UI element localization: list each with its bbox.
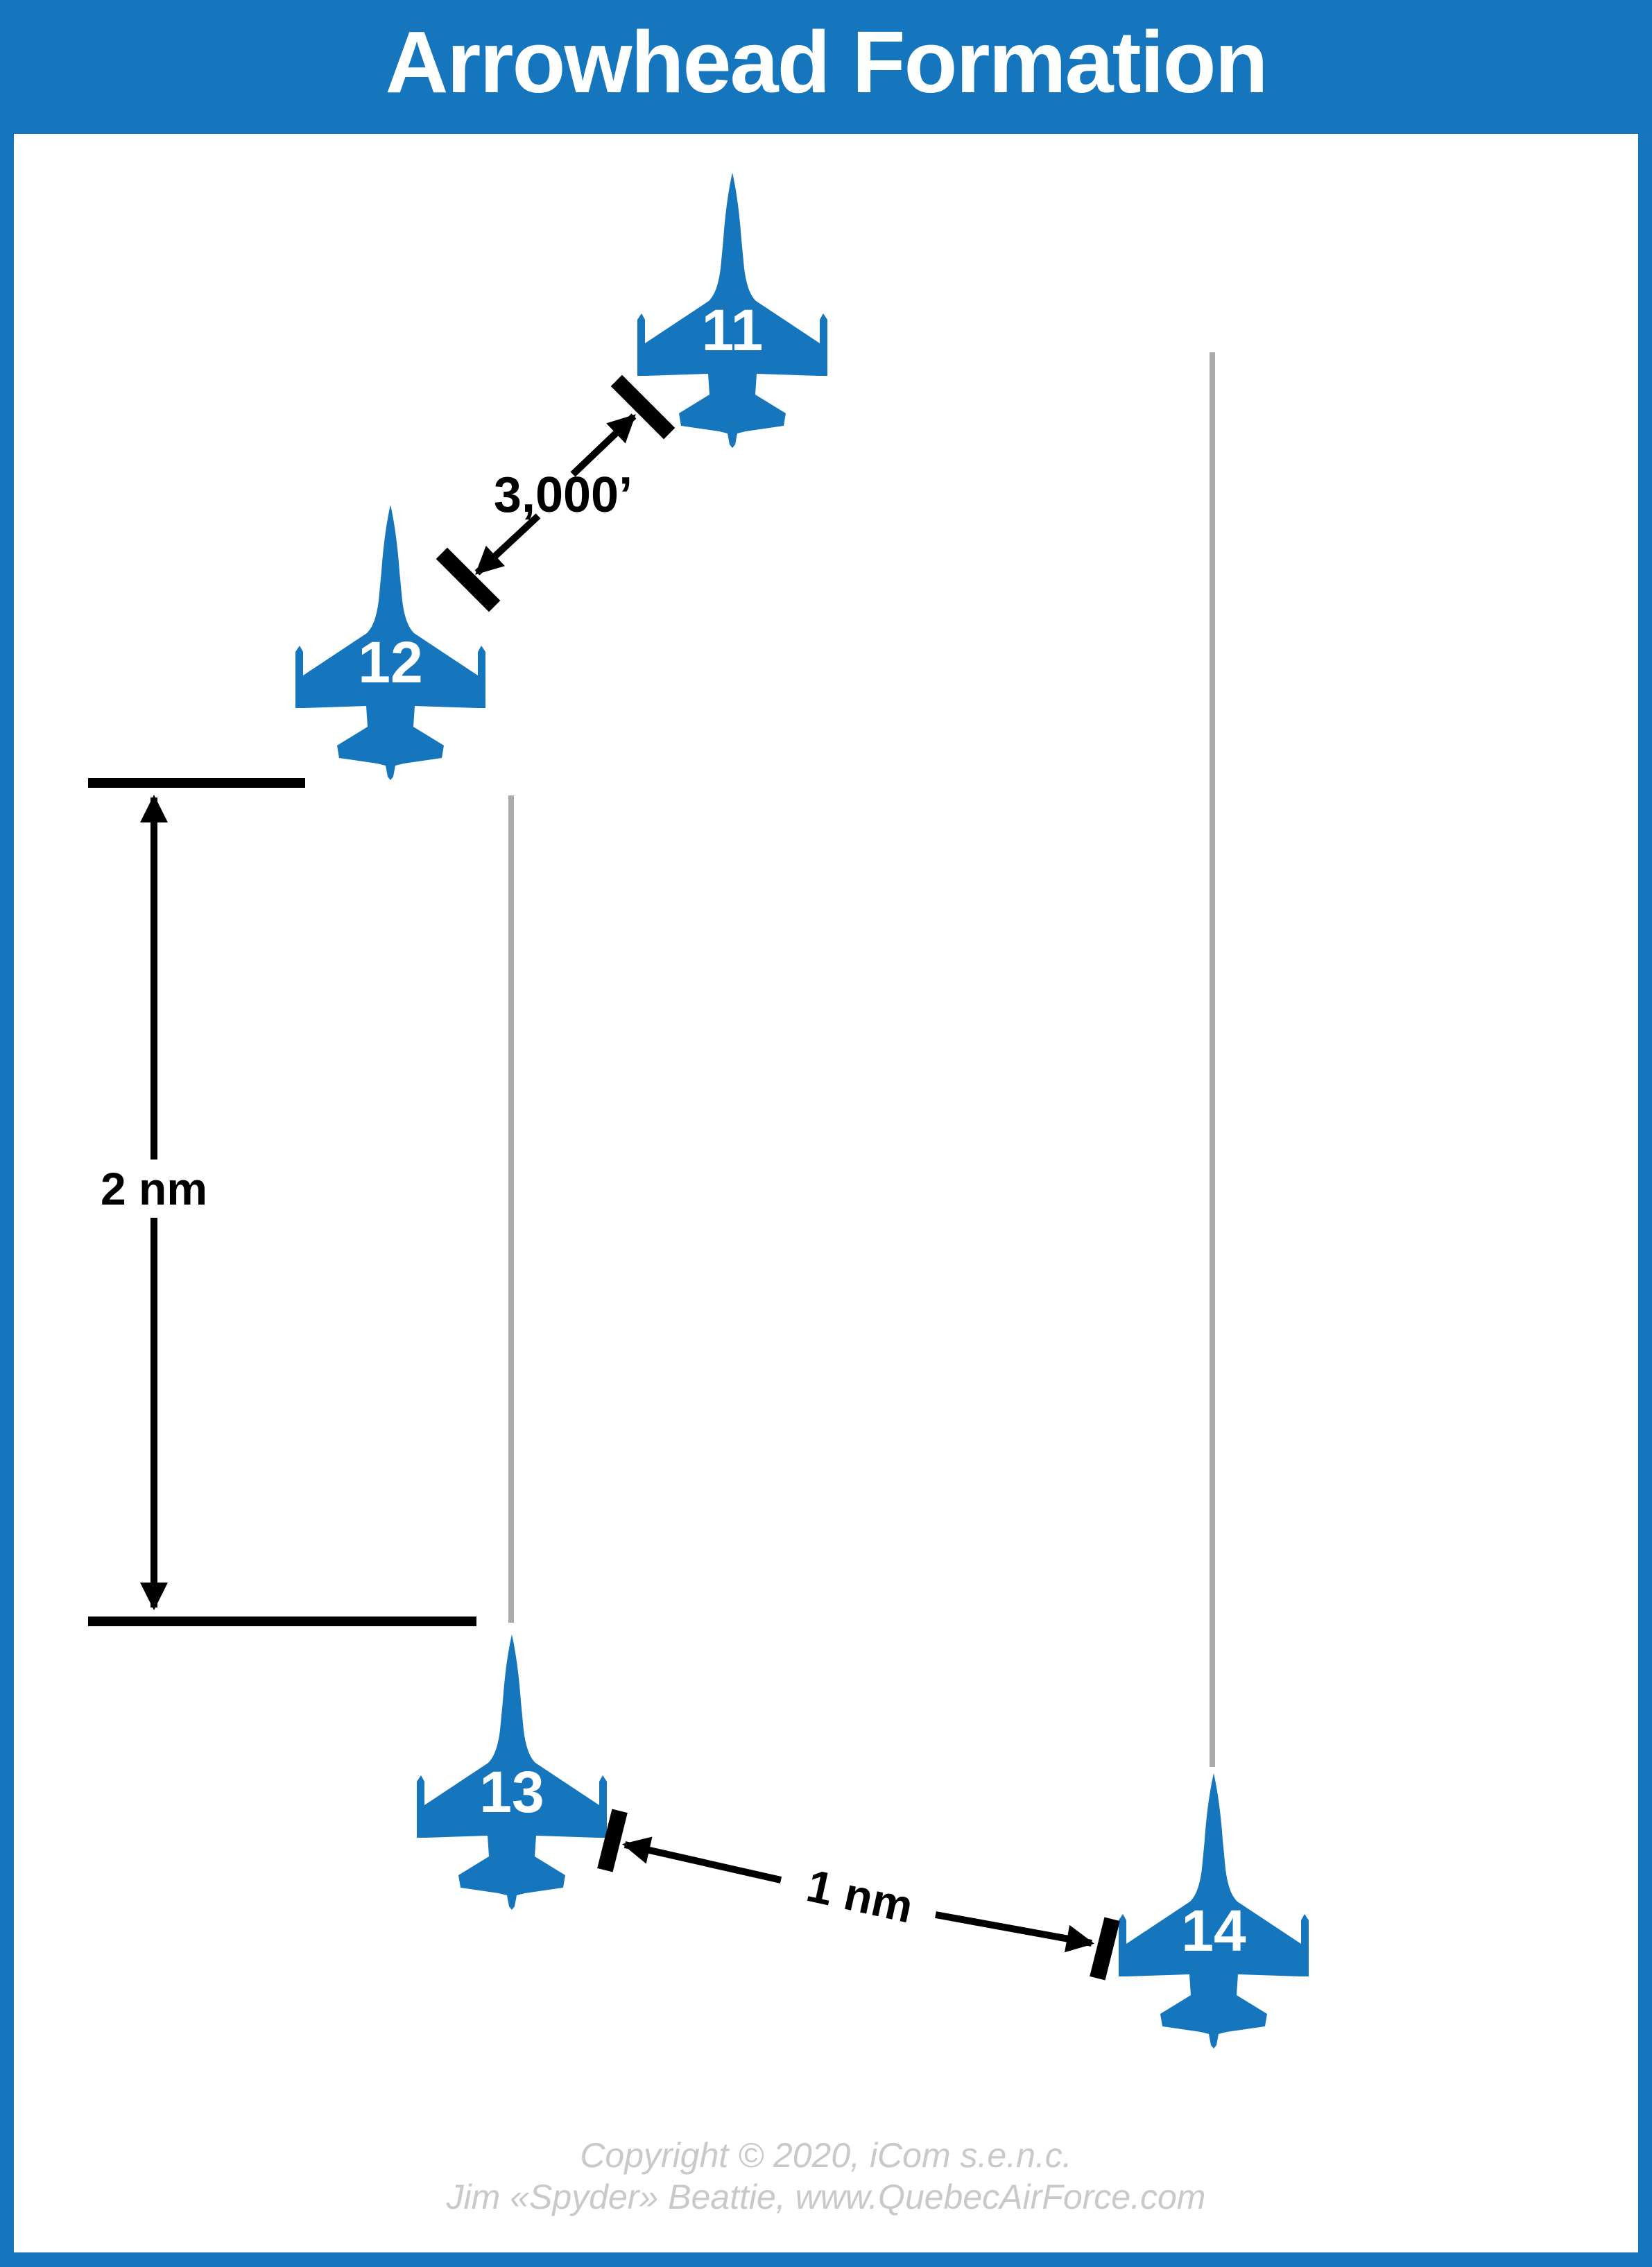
copyright-line2: Jim «Spyder» Beattie, www.QuebecAirForce…: [446, 2178, 1206, 2216]
copyright-block: Copyright © 2020, iCom s.e.n.c. Jim «Spy…: [0, 2135, 1652, 2218]
longitudinal-line-top: [88, 778, 305, 788]
jet-12-number: 12: [358, 630, 422, 695]
measurement-tick-11: [610, 374, 676, 440]
trail-arrow-upper: [570, 413, 637, 477]
title-banner: Arrowhead Formation: [0, 0, 1652, 134]
page-title: Arrowhead Formation: [385, 12, 1268, 111]
measurement-tick-12: [436, 547, 501, 612]
lateral-distance-label: 1 nm: [802, 1859, 918, 1932]
jet-13-number: 13: [479, 1759, 544, 1825]
trail-arrow-lower: [474, 513, 541, 576]
copyright-line1: Copyright © 2020, iCom s.e.n.c.: [580, 2136, 1072, 2175]
jet-14-number: 14: [1181, 1898, 1246, 1963]
lateral-arrow-right: [935, 1911, 1094, 1953]
lateral-arrow-left: [622, 1836, 782, 1884]
longitudinal-line-bottom: [88, 1617, 476, 1626]
jet-11-number: 11: [702, 298, 764, 363]
longitudinal-distance-label: 2 nm: [101, 1163, 207, 1214]
measurement-tick-13: [597, 1809, 628, 1872]
measurement-tick-14: [1090, 1917, 1120, 1981]
trail-distance-label: 3,000’: [494, 467, 633, 523]
